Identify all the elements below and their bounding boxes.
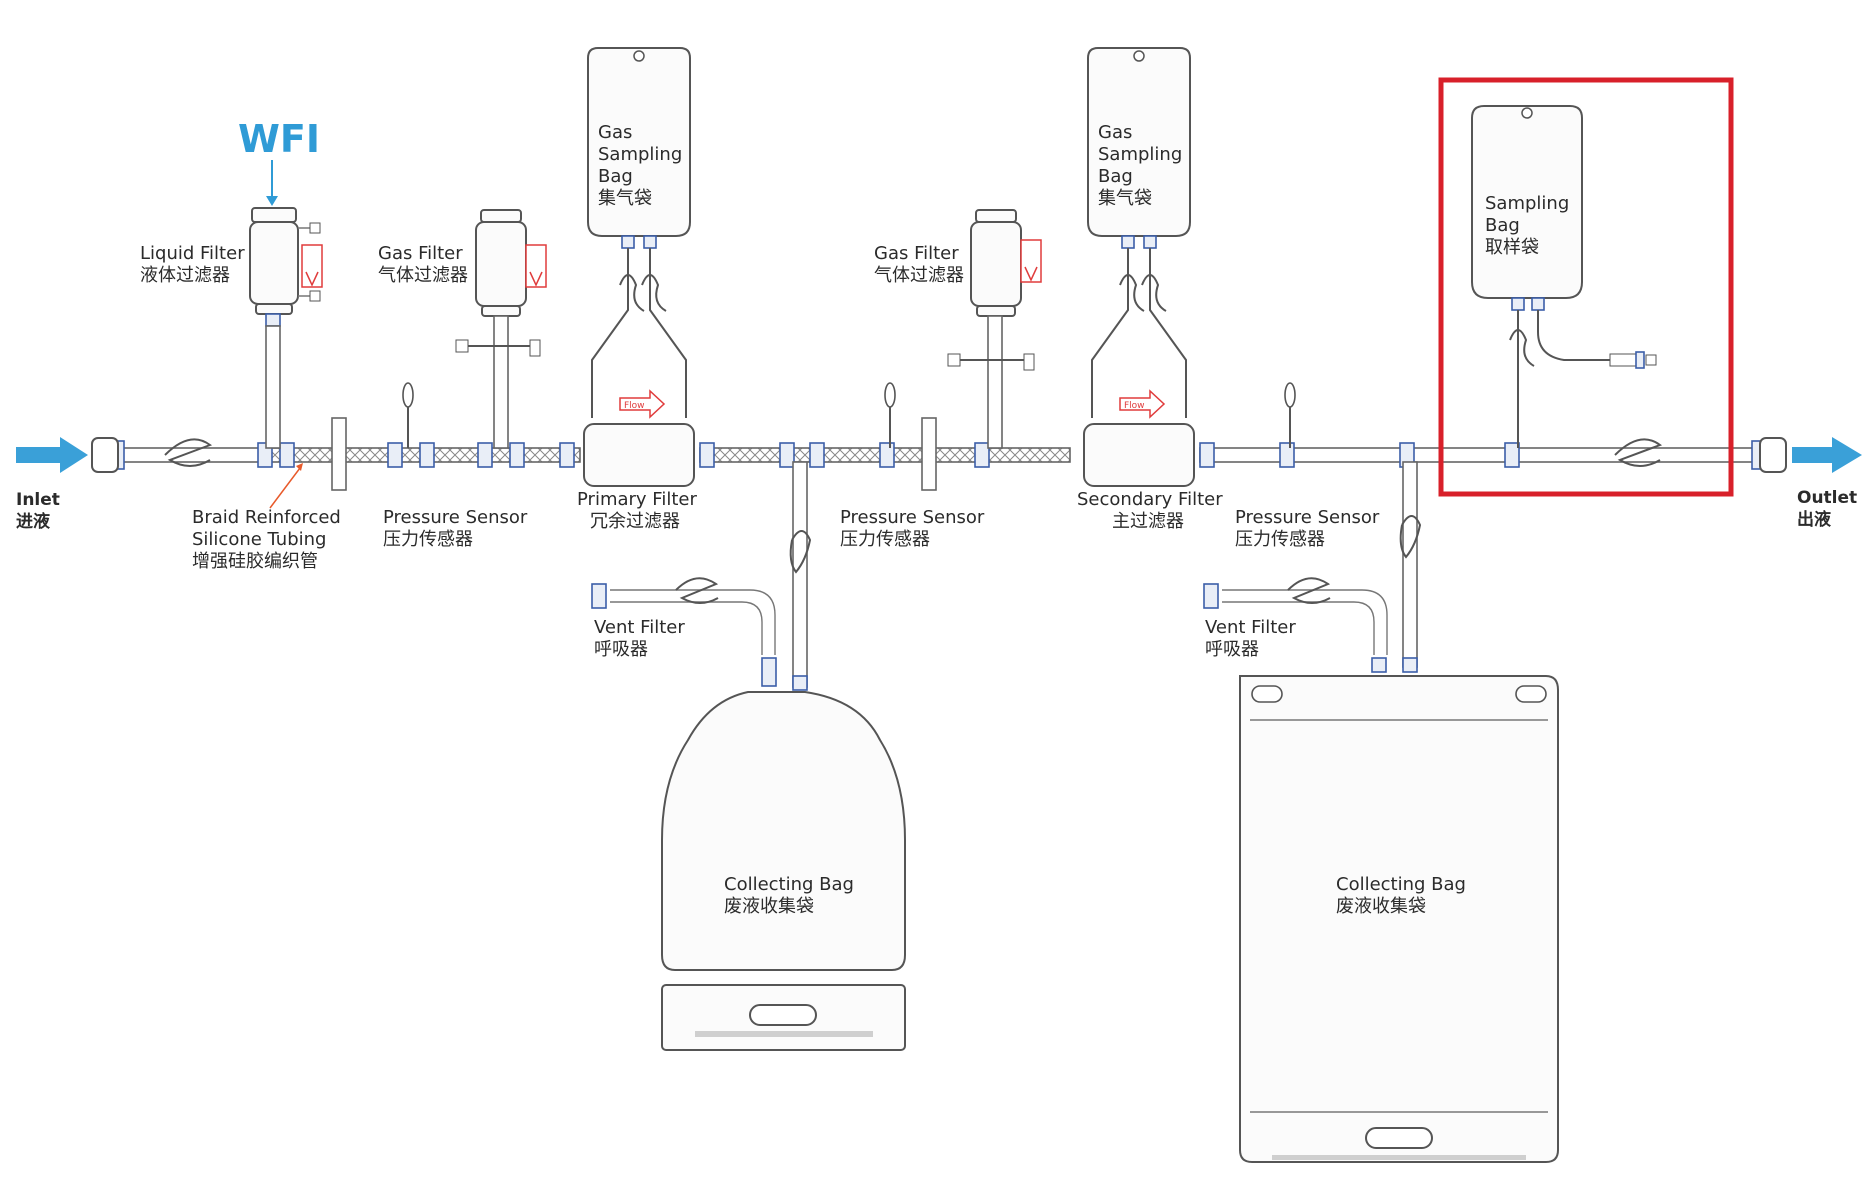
sampling-bag-line1: Sampling [1485, 193, 1569, 214]
gas-filter-1-label: Gas Filter [378, 243, 463, 264]
pinch-clamp-outlet[interactable] [1614, 438, 1663, 467]
gas-sampling-bag-1-line3: Bag [598, 166, 633, 187]
vent-filter-1-label: Vent Filter [594, 617, 685, 638]
collecting-bag-2-label: Collecting Bag [1336, 874, 1466, 895]
gas-filter-2 [947, 209, 1042, 449]
liquid-filter [249, 207, 323, 449]
secondary-filter-label-zh: 主过滤器 [1112, 511, 1184, 532]
gas-filter-1-label-zh: 气体过滤器 [378, 265, 468, 286]
pressure-sensor-3-label-zh: 压力传感器 [1235, 529, 1325, 550]
sampling-bag [1471, 105, 1583, 299]
outlet-arrow-icon [1792, 437, 1862, 473]
flow-arrow-icon [1119, 389, 1166, 419]
outlet-label: Outlet [1797, 488, 1857, 508]
tee-stub [331, 417, 347, 491]
vent-filter-2-label: Vent Filter [1205, 617, 1296, 638]
collecting-bag-1-label-zh: 废液收集袋 [724, 896, 814, 917]
primary-filter: Flow [583, 389, 695, 487]
flow-arrow-icon [619, 389, 666, 419]
main-line [91, 417, 1787, 491]
flow-arrow-icon [525, 244, 547, 288]
collecting-bag-2-label-zh: 废液收集袋 [1336, 896, 1426, 917]
flow-arrow-icon [301, 244, 323, 288]
outlet-end-cap [1759, 437, 1787, 473]
secondary-filter: Flow [1083, 389, 1195, 487]
pressure-sensor-3 [1284, 382, 1296, 448]
gas-filter-1 [455, 209, 547, 449]
primary-filter-label-zh: 冗余过滤器 [590, 511, 680, 532]
collecting-bag-1 [661, 691, 906, 971]
pressure-sensor-1 [402, 382, 414, 448]
sampling-bag-line2: Bag [1485, 215, 1520, 236]
braid-tubing-label-zh: 增强硅胶编织管 [192, 551, 318, 572]
pressure-sensor-2-label: Pressure Sensor [840, 507, 985, 528]
wfi-label: WFI [238, 117, 320, 161]
collecting-bag-2-branch [1203, 461, 1559, 1163]
gas-sampling-bag-1 [587, 47, 691, 418]
inlet-arrow-icon [16, 437, 88, 473]
gas-sampling-bag-1-line2: Sampling [598, 144, 682, 165]
collecting-bag-1-branch [591, 461, 906, 1051]
gas-sampling-bag-1-label-zh: 集气袋 [598, 188, 652, 209]
gas-sampling-bag-2-line3: Bag [1098, 166, 1133, 187]
outlet-label-zh: 出液 [1797, 509, 1831, 530]
pressure-sensor-1-label-zh: 压力传感器 [383, 529, 473, 550]
flow-arrow-icon [1020, 239, 1042, 283]
flow-tag-2: Flow [1124, 401, 1145, 411]
vent-filter-2-label-zh: 呼吸器 [1205, 639, 1259, 660]
primary-filter-label: Primary Filter [577, 489, 697, 510]
wfi-arrow-icon [266, 196, 278, 206]
flow-tag: Flow [624, 401, 645, 411]
pressure-sensor-1-label: Pressure Sensor [383, 507, 528, 528]
inlet-end-cap [91, 437, 119, 473]
highlight-box [1438, 77, 1734, 497]
sampling-bag-label-zh: 取样袋 [1485, 237, 1539, 258]
gas-sampling-bag-2 [1087, 47, 1191, 418]
braid-tubing-label-2: Silicone Tubing [192, 529, 326, 550]
braid-tubing-label-1: Braid Reinforced [192, 507, 341, 528]
vent-filter-1-label-zh: 呼吸器 [594, 639, 648, 660]
secondary-filter-label: Secondary Filter [1077, 489, 1223, 510]
inlet-label: Inlet [16, 490, 60, 510]
gas-filter-2-label-zh: 气体过滤器 [874, 265, 964, 286]
sampling-bag-assembly [1471, 105, 1657, 448]
pressure-sensor-2 [884, 382, 896, 448]
liquid-filter-label-zh: 液体过滤器 [140, 265, 230, 286]
pinch-clamp-inlet[interactable] [164, 438, 213, 467]
gas-sampling-bag-1-line1: Gas [598, 122, 632, 143]
pressure-sensor-3-label: Pressure Sensor [1235, 507, 1380, 528]
liquid-filter-label: Liquid Filter [140, 243, 245, 264]
collecting-bag-1-label: Collecting Bag [724, 874, 854, 895]
pressure-sensor-2-label-zh: 压力传感器 [840, 529, 930, 550]
inlet-label-zh: 进液 [16, 511, 50, 532]
collecting-bag-2 [1239, 675, 1559, 1163]
gas-filter-2-label: Gas Filter [874, 243, 959, 264]
gas-sampling-bag-2-line1: Gas [1098, 122, 1132, 143]
gas-sampling-bag-2-label-zh: 集气袋 [1098, 188, 1152, 209]
gas-sampling-bag-2-line2: Sampling [1098, 144, 1182, 165]
tee-stub-2 [921, 417, 937, 491]
